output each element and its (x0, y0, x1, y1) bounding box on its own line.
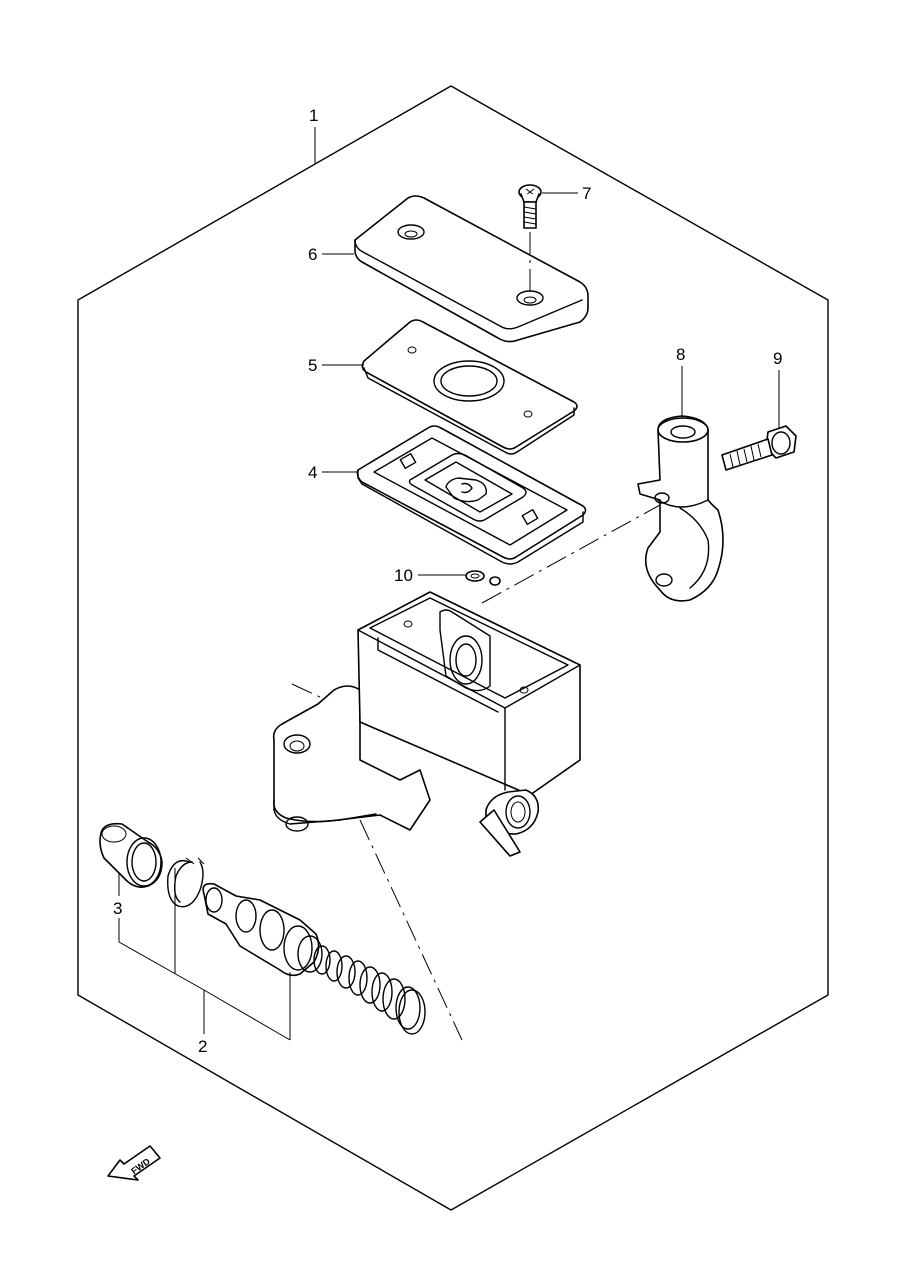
fwd-arrow-icon: FWD (107, 1145, 161, 1181)
callout-3[interactable]: 3 (113, 872, 122, 942)
part-7-screw[interactable] (518, 184, 542, 296)
part-2-spring[interactable] (313, 945, 426, 1035)
callout-1-label: 1 (309, 106, 318, 125)
callout-7-label: 7 (582, 184, 591, 203)
part-4-diaphragm[interactable] (356, 425, 587, 565)
callout-10[interactable]: 10 (394, 566, 466, 585)
callout-5[interactable]: 5 (308, 356, 364, 375)
callout-4[interactable]: 4 (308, 463, 358, 482)
part-10-ring[interactable] (465, 570, 501, 586)
part-2-snap-ring[interactable] (167, 857, 205, 908)
callout-10-label: 10 (394, 566, 413, 585)
part-5-diaphragm-plate[interactable] (361, 319, 578, 455)
clamp-centre-line (481, 504, 661, 604)
callout-3-label: 3 (113, 899, 122, 918)
part-8-clamp[interactable] (637, 415, 724, 602)
callout-8[interactable]: 8 (676, 345, 685, 418)
callout-4-label: 4 (308, 463, 317, 482)
callout-6-label: 6 (308, 245, 317, 264)
master-cylinder-body[interactable] (272, 591, 581, 857)
part-9-bolt[interactable] (721, 425, 797, 471)
callout-9-label: 9 (773, 349, 782, 368)
callout-7[interactable]: 7 (542, 184, 591, 203)
part-2-piston[interactable] (202, 882, 323, 977)
callout-9[interactable]: 9 (773, 349, 782, 428)
callout-1[interactable]: 1 (309, 106, 318, 164)
callout-2[interactable]: 2 (198, 990, 207, 1056)
piston-centre-line (359, 819, 463, 1041)
part-3-boot[interactable] (99, 822, 163, 888)
part-6-reservoir-cap[interactable] (354, 195, 589, 343)
callout-5-label: 5 (308, 356, 317, 375)
assembly-boundary (77, 85, 829, 1211)
callout-6[interactable]: 6 (308, 245, 354, 264)
callout-2-bracket (118, 868, 291, 1041)
callout-8-label: 8 (676, 345, 685, 364)
callout-2-label: 2 (198, 1037, 207, 1056)
